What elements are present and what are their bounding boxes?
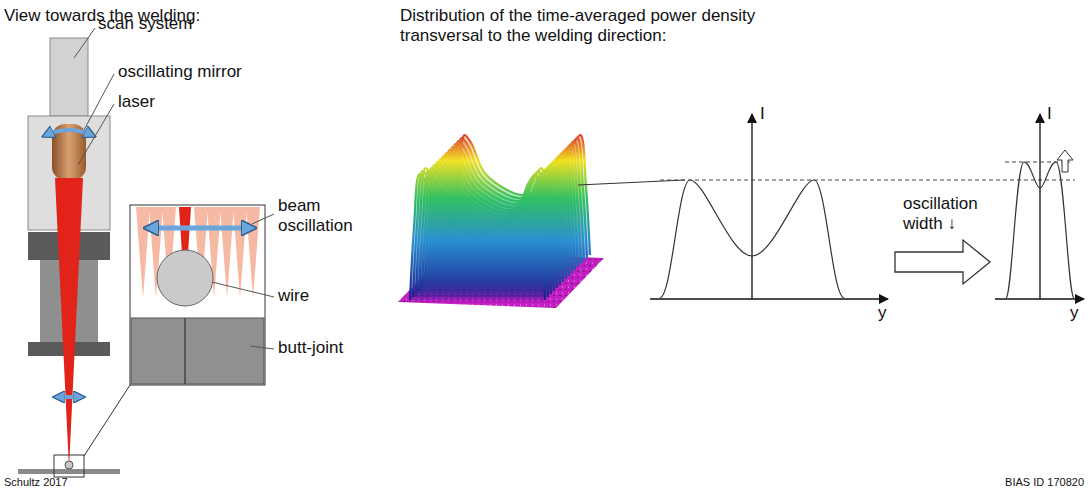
- beam-fan: [246, 207, 260, 298]
- beam-oscillation-arrow: [55, 395, 83, 399]
- part-label: oscillating mirror: [118, 62, 242, 82]
- hollow-arrow-up: [1057, 150, 1073, 172]
- intensity-profile-wide: [650, 298, 888, 299]
- intensity-profile-narrow: [1006, 162, 1074, 298]
- part-label: laser: [118, 92, 155, 112]
- footer-note: BIAS ID 170820: [1005, 476, 1084, 489]
- axis-label: I: [760, 104, 765, 124]
- intensity-profile-wide: [660, 180, 844, 298]
- beam-fan: [233, 207, 247, 298]
- scan-head: [50, 38, 88, 116]
- wire-small: [65, 461, 73, 469]
- leader-line: [78, 104, 114, 165]
- intensity-profile-wide: [751, 114, 752, 299]
- zoom-inset: [130, 205, 265, 385]
- part-label: scan system: [98, 14, 192, 34]
- butt-joint-plates: [131, 318, 264, 384]
- intensity-profile-narrow: [995, 114, 1084, 299]
- reference-line: [1005, 162, 1070, 163]
- part-label: butt-joint: [278, 338, 343, 358]
- leader-line: [84, 74, 114, 130]
- heading: Distribution of the time-averaged power …: [400, 6, 830, 47]
- workpiece: [18, 469, 120, 474]
- part-label: beam oscillation: [278, 196, 373, 237]
- intensity-profile-wide: [650, 114, 888, 299]
- hollow-arrow: [895, 240, 990, 284]
- beam-fan: [136, 207, 150, 298]
- footer-note: Schultz 2017: [4, 476, 68, 489]
- power-density-3d-plot: [410, 174, 545, 300]
- intensity-profile-narrow: [1039, 114, 1040, 299]
- axis-label: y: [1070, 303, 1079, 323]
- part-label: wire: [278, 286, 309, 306]
- laser-beam: [55, 178, 83, 468]
- axis-label: y: [878, 303, 887, 323]
- power-density-3d-plot: [398, 135, 604, 308]
- leader-line: [74, 28, 274, 349]
- zoom-box: [54, 455, 84, 477]
- wire-circle: [157, 250, 213, 306]
- zoom-inset: [130, 205, 265, 385]
- zoom-line: [84, 385, 130, 456]
- reference-line: [660, 180, 1075, 181]
- leader-line: [74, 28, 95, 58]
- leader-line: [212, 282, 274, 297]
- zoom-inset: [184, 318, 186, 384]
- power-density-3d-plot: [410, 135, 590, 300]
- leader-line: [252, 214, 274, 224]
- leader-line: [578, 180, 685, 185]
- arrow-label: oscillation width ↓: [903, 194, 998, 235]
- mirror-oscillation-arrow: [44, 130, 94, 136]
- leader-line: [250, 346, 274, 349]
- zoom-inset: [146, 226, 254, 231]
- axis-label: I: [1047, 104, 1052, 124]
